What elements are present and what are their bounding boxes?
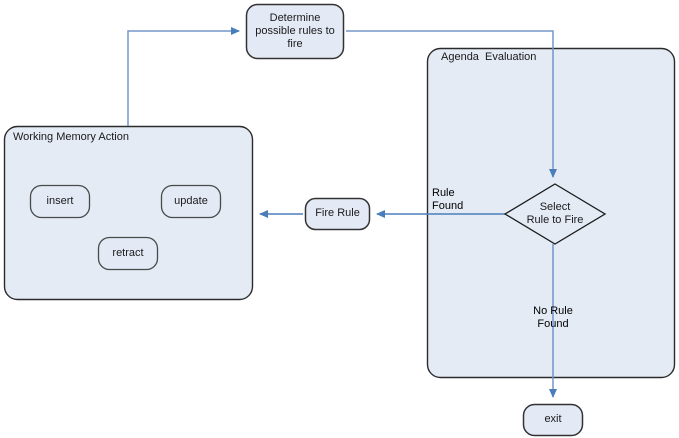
container-working-memory-action[interactable] <box>3 125 254 301</box>
node-fire-rule[interactable] <box>304 197 371 231</box>
node-retract[interactable] <box>97 236 159 271</box>
node-exit[interactable] <box>522 403 584 437</box>
node-select-rule-to-fire[interactable] <box>503 183 607 245</box>
edge-label-rule-found: Rule Found <box>432 187 464 212</box>
edge-label-no-rule-found: No Rule Found <box>533 305 573 330</box>
container-label-working-memory-action: Working Memory Action <box>13 131 129 143</box>
container-label-agenda-evaluation: Agenda Evaluation <box>441 51 537 63</box>
edge-wma-to-determine <box>127 27 240 126</box>
node-update[interactable] <box>160 184 222 219</box>
node-insert[interactable] <box>29 184 91 219</box>
node-determine-rules[interactable] <box>245 3 345 60</box>
edge-determine-to-select <box>346 30 557 178</box>
